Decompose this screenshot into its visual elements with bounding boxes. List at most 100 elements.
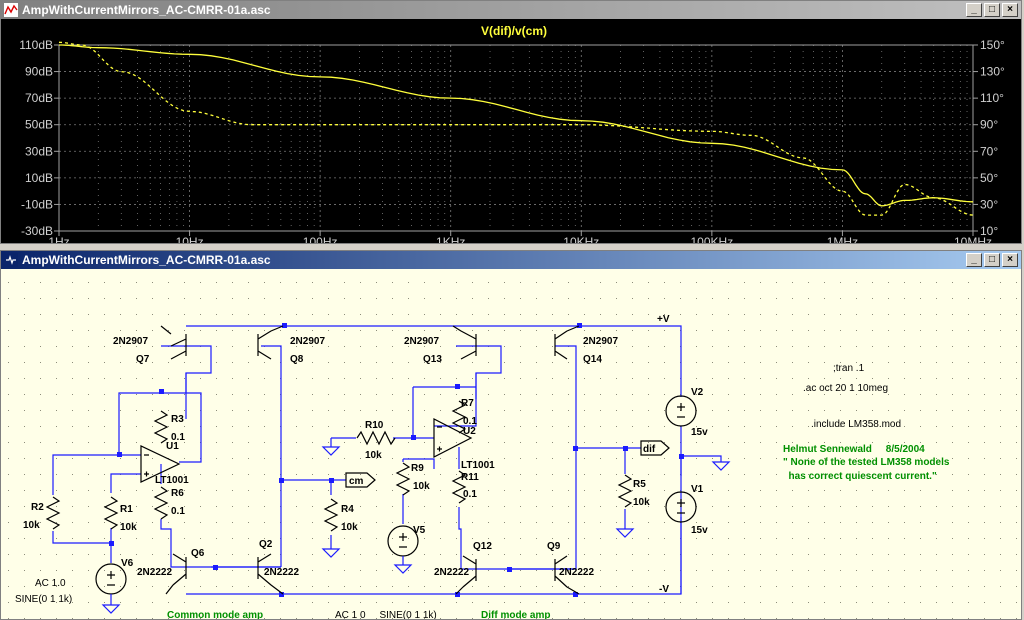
ground-v1v2 xyxy=(711,461,731,471)
plot-axes: 110dB90dB70dB50dB30dB10dB-10dB-30dB150°1… xyxy=(19,38,1005,243)
r1-name-label: R1 xyxy=(120,504,133,515)
bode-plot[interactable]: V(dif)/v(cm) 110dB90dB70dB50dB30dB10dB-1… xyxy=(1,19,1021,243)
minimize-button[interactable]: _ xyxy=(966,253,982,267)
y-right-tick-label: 110° xyxy=(980,91,1004,105)
q2-model-label: 2N2222 xyxy=(264,567,299,578)
close-button[interactable]: × xyxy=(1002,253,1018,267)
ground-r4 xyxy=(321,548,341,558)
minus-v-label: -V xyxy=(659,584,669,595)
resistor-r4 xyxy=(323,498,339,532)
resistor-r3 xyxy=(153,410,169,444)
transistor-q14 xyxy=(554,325,580,360)
maximize-button[interactable]: □ xyxy=(984,3,1000,17)
schematic-titlebar[interactable]: AmpWithCurrentMirrors_AC-CMRR-01a.asc _ … xyxy=(1,251,1021,269)
minimize-button[interactable]: _ xyxy=(966,3,982,17)
transistor-q8 xyxy=(257,325,284,360)
diff-mode-label: Diff mode amp xyxy=(481,610,550,619)
resistor-r1 xyxy=(103,496,119,530)
q9-model-label: 2N2222 xyxy=(559,567,594,578)
wires xyxy=(52,325,722,595)
r2-value-label: 10k xyxy=(23,520,40,531)
plot-window-title: AmpWithCurrentMirrors_AC-CMRR-01a.asc xyxy=(22,3,271,17)
y-right-tick-label: 10° xyxy=(980,224,998,238)
q7-name-label: Q7 xyxy=(136,354,150,365)
u1-name-label: U1 xyxy=(166,441,179,452)
y-right-tick-label: 50° xyxy=(980,171,998,185)
plot-titlebar[interactable]: AmpWithCurrentMirrors_AC-CMRR-01a.asc _ … xyxy=(1,1,1021,19)
q8-name-label: Q8 xyxy=(290,354,304,365)
r11-value-label: 0.1 xyxy=(463,489,477,500)
spice-directives: ;tran .1 .ac oct 20 1 10meg .include LM3… xyxy=(803,363,901,430)
schematic-window-title: AmpWithCurrentMirrors_AC-CMRR-01a.asc xyxy=(22,253,271,267)
plot-grid xyxy=(59,44,973,232)
v6-ac-label: AC 1.0 xyxy=(35,578,66,589)
ac-directive: .ac oct 20 1 10meg xyxy=(803,383,888,394)
y-left-tick-label: 70dB xyxy=(25,91,53,105)
ground-v6 xyxy=(101,594,121,614)
q2-name-label: Q2 xyxy=(259,539,273,550)
close-button[interactable]: × xyxy=(1002,3,1018,17)
transistor-q2 xyxy=(257,553,284,595)
r3-name-label: R3 xyxy=(171,414,184,425)
x-tick-label: 100KHz xyxy=(691,235,734,243)
y-left-tick-label: 50dB xyxy=(25,118,53,132)
plot-frame xyxy=(58,44,974,232)
v5-name-label: V5 xyxy=(413,525,426,536)
y-right-tick-label: 70° xyxy=(980,144,998,158)
magnitude-trace xyxy=(59,44,974,207)
r10-name-label: R10 xyxy=(365,420,384,431)
resistor-r2 xyxy=(45,496,61,530)
transistor-q12 xyxy=(455,555,477,595)
comment-author: Helmut Sennewald 8/5/2004 xyxy=(783,444,925,455)
q12-model-label: 2N2222 xyxy=(434,567,469,578)
schematic-canvas[interactable]: 2N2907 Q7 2N2907 Q8 2N2907 Q13 2N2907 Q1… xyxy=(1,269,1021,619)
y-left-tick-label: 30dB xyxy=(25,144,53,158)
q12-name-label: Q12 xyxy=(473,541,492,552)
r9-value-label: 10k xyxy=(413,481,430,492)
y-right-tick-label: 30° xyxy=(980,197,998,211)
y-left-tick-label: -30dB xyxy=(21,224,53,238)
maximize-button[interactable]: □ xyxy=(984,253,1000,267)
section-labels: Common mode amp Diff mode amp xyxy=(167,610,550,619)
transistor-q13 xyxy=(452,325,477,360)
q9-name-label: Q9 xyxy=(547,541,561,552)
r11-name-label: R11 xyxy=(461,472,479,483)
x-tick-label: 10MHz xyxy=(954,235,992,243)
comment-line2: has correct quiescent current." xyxy=(783,471,937,482)
plot-window: AmpWithCurrentMirrors_AC-CMRR-01a.asc _ … xyxy=(0,0,1022,244)
r1-value-label: 10k xyxy=(120,522,137,533)
resistor-r10 xyxy=(356,430,396,446)
v6-name-label: V6 xyxy=(121,558,134,569)
cm-flag-label: cm xyxy=(349,476,364,487)
y-right-tick-label: 90° xyxy=(980,118,998,132)
x-tick-label: 1KHz xyxy=(436,235,465,243)
q7-model-label: 2N2907 xyxy=(113,336,148,347)
ground-v5 xyxy=(393,556,413,574)
voltage-source-v6 xyxy=(95,563,127,595)
plot-series xyxy=(58,41,974,216)
y-right-tick-label: 130° xyxy=(980,65,1005,79)
include-directive: .include LM358.mod xyxy=(811,419,901,430)
y-left-tick-label: 10dB xyxy=(25,171,53,185)
r3-value-label: 0.1 xyxy=(171,432,185,443)
y-left-tick-label: 90dB xyxy=(25,65,53,79)
waveform-icon xyxy=(4,3,18,17)
v2-value-label: 15v xyxy=(691,427,708,438)
net-flag-dif xyxy=(640,440,670,456)
resistor-r5 xyxy=(617,474,633,508)
u2-model-label: LT1001 xyxy=(461,460,495,471)
r6-value-label: 0.1 xyxy=(171,506,185,517)
q13-name-label: Q13 xyxy=(423,354,442,365)
schematic-icon xyxy=(4,253,18,267)
components xyxy=(45,325,731,614)
r2-name-label: R2 xyxy=(31,502,44,513)
r10-value-label: 10k xyxy=(365,450,382,461)
q6-model-label: 2N2222 xyxy=(137,567,172,578)
q6-name-label: Q6 xyxy=(191,548,205,559)
ground-r5 xyxy=(615,528,635,538)
u2-name-label: U2 xyxy=(463,426,476,437)
chart-title: V(dif)/v(cm) xyxy=(481,24,547,38)
r4-name-label: R4 xyxy=(341,504,354,515)
r7-name-label: R7 xyxy=(461,398,474,409)
transistor-q7 xyxy=(160,325,187,360)
